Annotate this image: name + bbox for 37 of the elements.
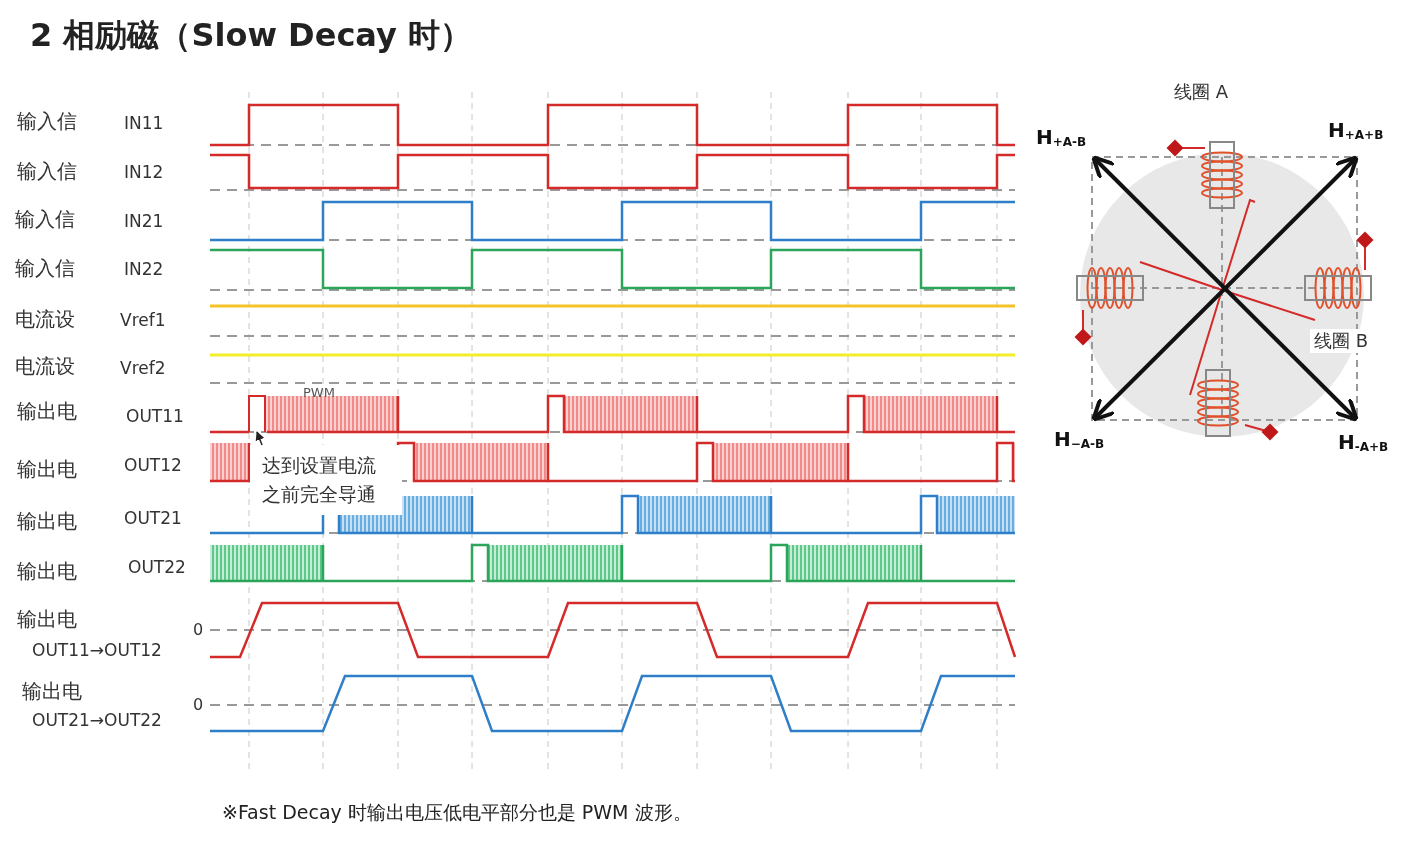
- signal-name: IN11: [124, 114, 164, 133]
- signal-name: OUT21→OUT22: [32, 711, 162, 730]
- diagram-title: 2 相励磁（Slow Decay 时）: [30, 15, 472, 56]
- signal-name: IN21: [124, 212, 164, 231]
- signal-category-label: 输出电: [22, 680, 82, 702]
- signal-category-label: 输出电: [17, 608, 77, 630]
- field-vector-label: H$_{+A-B}$: [1036, 126, 1087, 150]
- signal-category-label: 电流设: [15, 308, 75, 330]
- footnote-caption: ※Fast Decay 时输出电压低电平部分也是 PWM 波形。: [222, 800, 692, 825]
- signal-name: OUT11→OUT12: [32, 641, 162, 660]
- signal-name: OUT12: [124, 456, 182, 475]
- pwm-label: PWM: [303, 386, 335, 401]
- signal-name: Vref2: [120, 359, 166, 378]
- signal-name: OUT21: [124, 509, 182, 528]
- signal-name: IN22: [124, 260, 164, 279]
- signal-category-label: 输入信: [17, 110, 77, 132]
- signal-name: IN12: [124, 163, 164, 182]
- zero-level-label: 0: [193, 696, 204, 714]
- zero-level-label: 0: [193, 621, 204, 639]
- signal-category-label: 输入信: [15, 208, 75, 230]
- signal-name: Vref1: [120, 311, 166, 330]
- signal-name: OUT22: [128, 558, 186, 577]
- field-vector-label: H$_{-A+B}$: [1338, 431, 1389, 455]
- full-on-pulse: [248, 395, 266, 432]
- signal-category-label: 输出电: [17, 560, 77, 582]
- coil-label: 线圈 A: [1174, 82, 1229, 102]
- signal-category-label: 输出电: [17, 458, 77, 480]
- signal-category-label: 输出电: [17, 400, 77, 422]
- callout-note: 达到设置电流之前完全导通: [250, 445, 402, 515]
- signal-name: OUT11: [126, 407, 184, 426]
- signal-category-label: 输入信: [17, 160, 77, 182]
- signal-category-label: 电流设: [15, 355, 75, 377]
- field-vector-label: H$_{−A-B}$: [1054, 428, 1105, 452]
- signal-category-label: 输出电: [17, 510, 77, 532]
- field-vector-label: H$_{+A+B}$: [1328, 119, 1384, 143]
- leader-arrow: [255, 431, 265, 446]
- signal-category-label: 输入信: [15, 257, 75, 279]
